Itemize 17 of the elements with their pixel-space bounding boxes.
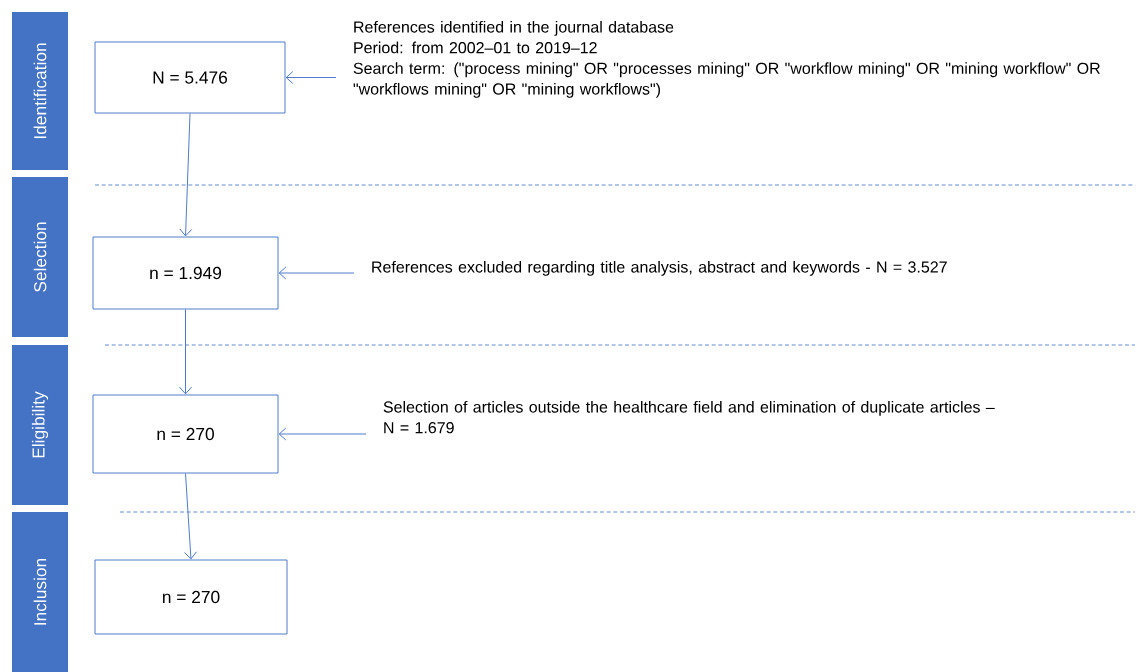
arrow <box>179 309 192 395</box>
count-box: N = 5.476 <box>94 41 286 114</box>
arrow <box>179 113 193 237</box>
stage-band: Selection <box>12 177 68 337</box>
stage-band: Identification <box>12 12 68 170</box>
note-text: References identified in the journal database Period: from 2002–01 to 2019–12 Search term: ("process mining" OR "processes mining" OR "workflow mining" OR "mining workflow" OR "workflows mining" OR "mining workflows") <box>353 20 1100 98</box>
count-box: n = 1.949 <box>92 236 279 310</box>
arrow <box>278 266 355 280</box>
count-box: n = 270 <box>94 559 288 635</box>
stage-band: Inclusion <box>12 512 68 672</box>
note-text: References excluded regarding title analysis, abstract and keywords - N = 3.527 <box>372 260 947 276</box>
stage-band: Eligibility <box>12 345 68 505</box>
arrow <box>285 71 337 84</box>
note-text: Selection of articles outside the healthcare field and elimination of duplicate articles – N = 1.679 <box>383 400 995 434</box>
count-box: n = 270 <box>92 394 279 474</box>
arrow <box>278 427 367 441</box>
arrow <box>184 473 197 560</box>
